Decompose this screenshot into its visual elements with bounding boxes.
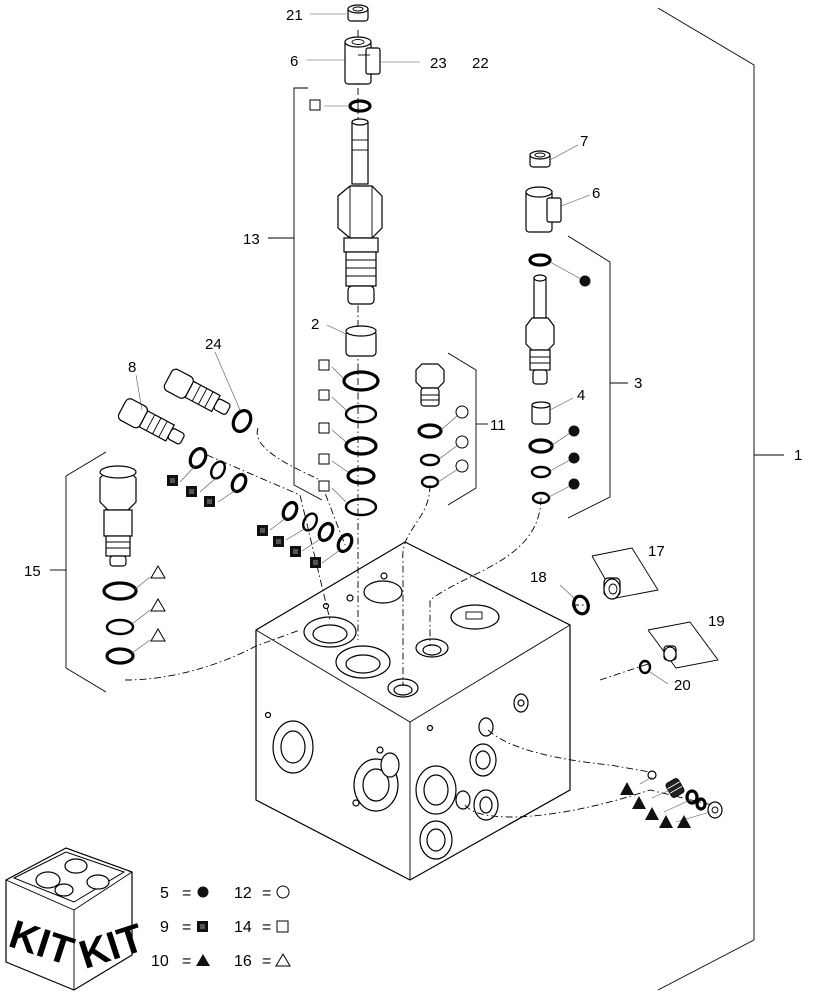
svg-text:=: = [262, 885, 271, 902]
svg-text:10: 10 [151, 953, 169, 970]
svg-text:=: = [182, 885, 191, 902]
open-circle-icon [276, 885, 290, 899]
callout-labels: 21 6 23 22 13 2 7 6 3 4 11 8 24 15 17 18… [24, 7, 802, 694]
cartridge-valve-15 [99, 465, 138, 665]
callout-15: 15 [24, 563, 41, 580]
plug-valves-8-24 [117, 368, 354, 554]
svg-text:=: = [262, 919, 271, 936]
svg-text:=: = [182, 919, 191, 936]
filled-triangle-marker [620, 782, 634, 795]
callout-21: 21 [286, 7, 303, 24]
filled-circle-marker [568, 425, 580, 437]
open-triangle-marker [150, 565, 166, 579]
open-square-marker [318, 453, 330, 465]
filled-triangle-marker [632, 796, 646, 809]
callout-18: 18 [530, 569, 547, 586]
open-square-marker [318, 480, 330, 492]
svg-text:14: 14 [234, 919, 252, 936]
open-square-marker [309, 99, 321, 111]
filled-circle-icon [197, 886, 209, 898]
open-triangle-marker [150, 598, 166, 612]
filled-triangle-marker [645, 807, 659, 820]
open-circle-marker [455, 459, 469, 473]
callout-6b: 6 [592, 185, 600, 202]
open-circle-marker [455, 405, 469, 419]
check-valve-11 [415, 363, 445, 489]
symbol-legend: 5 = 9 = 10 = 12 = 14 = 16 = [151, 885, 291, 970]
callout-8: 8 [128, 359, 136, 376]
callout-24: 24 [205, 336, 222, 353]
leader-lines [131, 13, 711, 823]
open-square-marker [318, 389, 330, 401]
open-square-icon [276, 920, 289, 933]
plugs-17-19 [572, 577, 677, 675]
symbol-markers [150, 99, 691, 828]
filled-square-marker [290, 546, 301, 557]
filled-triangle-marker [677, 815, 691, 828]
open-triangle-marker [150, 628, 166, 642]
callout-19: 19 [708, 613, 725, 630]
callout-23: 23 [430, 55, 447, 72]
cartridge-valve-3 [525, 150, 562, 505]
svg-text:=: = [182, 953, 191, 970]
filled-square-marker [273, 536, 284, 547]
legend-item-12: 12 = [234, 885, 290, 902]
legend-item-16: 16 = [234, 953, 291, 970]
filled-triangle-icon [196, 954, 210, 966]
filled-square-marker [310, 557, 321, 568]
callout-20: 20 [674, 677, 691, 694]
open-square-marker [318, 422, 330, 434]
callout-11: 11 [490, 417, 506, 434]
callout-4: 4 [577, 387, 585, 404]
svg-text:16: 16 [234, 953, 252, 970]
callout-22: 22 [472, 55, 489, 72]
callout-3: 3 [634, 375, 642, 392]
filled-triangle-marker [659, 815, 673, 828]
open-circle-marker [455, 435, 469, 449]
svg-text:=: = [262, 953, 271, 970]
filled-square-icon [197, 921, 208, 932]
filled-circle-marker [579, 275, 591, 287]
svg-text:9: 9 [160, 919, 169, 936]
svg-text:5: 5 [160, 885, 169, 902]
callout-6: 6 [290, 53, 298, 70]
callout-2: 2 [311, 316, 319, 333]
callout-1: 1 [794, 447, 802, 464]
legend-item-9: 9 = [160, 919, 208, 936]
small-plug-set-10 [647, 770, 723, 819]
filled-square-marker [204, 496, 215, 507]
filled-circle-marker [568, 478, 580, 490]
filled-square-marker [257, 525, 268, 536]
callout-17: 17 [648, 543, 665, 560]
filled-square-marker [167, 475, 178, 486]
legend-item-10: 10 = [151, 953, 210, 970]
cartridge-valve-13 [337, 4, 383, 517]
callout-7: 7 [580, 133, 588, 150]
open-triangle-icon [275, 953, 291, 967]
filled-square-marker [186, 486, 197, 497]
legend-item-14: 14 = [234, 919, 289, 936]
open-square-marker [318, 359, 330, 371]
legend-item-5: 5 = [160, 885, 209, 902]
svg-text:12: 12 [234, 885, 252, 902]
callout-13: 13 [243, 231, 260, 248]
valve-block [255, 541, 571, 881]
filled-circle-marker [568, 452, 580, 464]
kit-box-illustration: KIT KIT [4, 847, 149, 991]
